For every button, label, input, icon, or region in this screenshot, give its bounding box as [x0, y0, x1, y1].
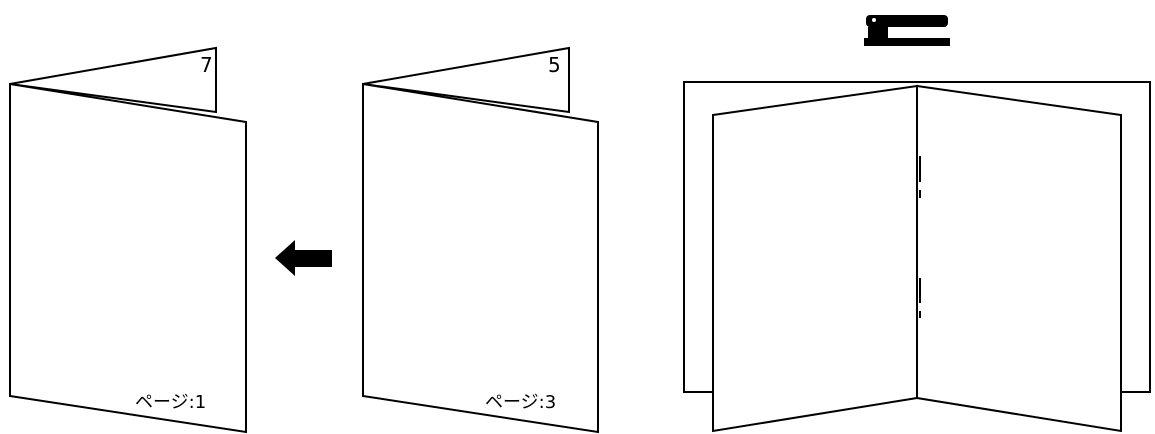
back-page-number: 5 — [548, 53, 561, 77]
page-label: ページ:1 — [135, 392, 206, 413]
left-inner-page — [713, 86, 917, 431]
front-page — [363, 84, 598, 432]
stapler-icon — [864, 15, 950, 46]
back-page-number: 7 — [200, 53, 213, 77]
booklet-left: 7 ページ:1 — [10, 48, 246, 432]
stapled-booklet — [684, 82, 1150, 431]
booklet-middle: 5 ページ:3 — [363, 48, 598, 432]
right-inner-page — [917, 86, 1121, 431]
arrow-left-icon — [275, 240, 332, 276]
front-page — [10, 84, 246, 432]
page-label: ページ:3 — [485, 392, 556, 413]
